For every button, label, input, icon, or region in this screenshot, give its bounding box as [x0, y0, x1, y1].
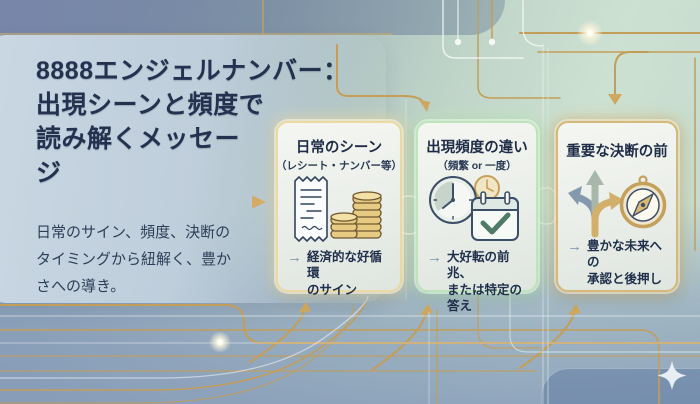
coin-stacks-icon	[330, 191, 382, 239]
subtitle-line: さへの導き。	[36, 278, 126, 295]
small-arrow-icon: →	[567, 238, 582, 255]
clock-icon	[429, 176, 477, 224]
calendar-check-icon	[471, 191, 519, 241]
card-decision: 重要な決断の前	[556, 121, 678, 292]
card-heading: 日常のシーン	[295, 140, 383, 156]
card-icon-group	[558, 162, 676, 238]
small-arrow-icon: →	[287, 249, 302, 266]
compass-icon	[619, 175, 667, 229]
small-clock-icon	[474, 175, 500, 201]
result-line: のサイン	[307, 282, 358, 297]
result-line: または特定の答え	[447, 282, 523, 313]
result-line: 承認と後押し	[587, 271, 663, 286]
title-line: 出現シーンと頻度で	[36, 91, 265, 119]
top-slate-band	[0, 0, 505, 35]
page-subtitle: 日常のサイン、頻度、決断の タイミングから紐解く、豊か さへの導き。	[36, 219, 231, 300]
card-frequency: 出現頻度の違い （頻繁 or 一度）	[416, 121, 538, 313]
title-line: ジ	[36, 159, 62, 187]
subtitle-line: 日常のサイン、頻度、決断の	[36, 224, 231, 241]
card-heading: 重要な決断の前	[566, 144, 668, 160]
sparkle-icon	[657, 361, 687, 390]
card-result: → 豊かな未来への 承認と後押し	[558, 238, 676, 299]
card-subheading: （頻繁 or 一度）	[437, 160, 517, 172]
title-line: 8888エンジェルナンバー：	[36, 57, 349, 85]
card-daily-scenes: 日常のシーン （レシート・ナンバー等）	[276, 121, 402, 297]
card-result: → 経済的な好循環 のサイン	[278, 249, 400, 310]
glow-dots	[209, 20, 603, 353]
branching-arrows-icon	[568, 170, 624, 238]
title-line: 読み解くメッセー	[36, 125, 241, 153]
receipt-icon	[294, 176, 328, 242]
result-line: 豊かな未来への	[587, 239, 663, 270]
bottom-right-plate	[541, 368, 700, 404]
card-icon-group	[418, 173, 536, 249]
card-result: → 大好転の前兆、 または特定の答え	[418, 249, 536, 326]
card-subheading: （レシート・ナンバー等）	[276, 160, 402, 172]
page-title: 8888エンジェルナンバー： 出現シーンと頻度で 読み解くメッセー ジ	[36, 54, 349, 190]
subtitle-line: タイミングから紐解く、豊か	[36, 251, 232, 268]
card-icon-group	[278, 173, 400, 249]
small-arrow-icon: →	[427, 249, 442, 266]
gold-arrowheads	[252, 94, 622, 315]
result-line: 経済的な好循環	[307, 250, 383, 281]
card-heading: 出現頻度の違い	[426, 140, 528, 156]
result-line: 大好転の前兆、	[447, 250, 510, 281]
